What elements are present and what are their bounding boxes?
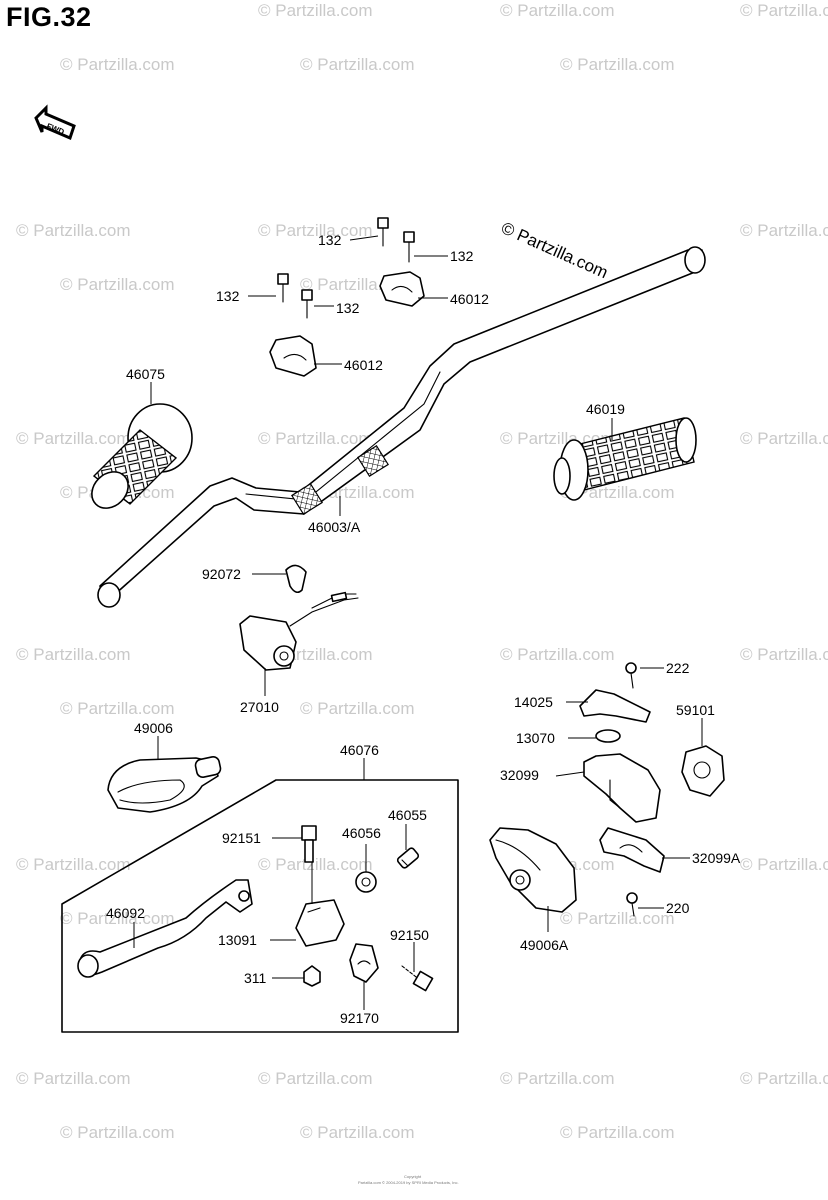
callout-46076: 46076 xyxy=(340,742,379,758)
footer-notice: Partzilla.com © 2004-2019 by SPRI Media … xyxy=(358,1180,459,1185)
left-grip xyxy=(91,403,193,509)
callout-49006A: 49006A xyxy=(520,937,569,953)
nut-311 xyxy=(303,965,321,987)
watermark-text: © Partzilla.com xyxy=(740,1,828,20)
lower-clamp xyxy=(269,335,317,377)
callout-311: 311 xyxy=(244,970,267,986)
clutch-lever xyxy=(77,879,253,978)
adjuster-46056 xyxy=(355,871,377,893)
handlebar xyxy=(97,246,706,608)
watermark-text: © Partzilla.com xyxy=(740,645,828,664)
watermark-text: © Partzilla.com xyxy=(500,1069,615,1088)
watermark-text: © Partzilla.com xyxy=(740,429,828,448)
leader-lines xyxy=(133,235,703,1010)
callout-32099A: 32099A xyxy=(692,850,741,866)
lever-holder xyxy=(295,899,345,947)
callout-32099: 32099 xyxy=(500,767,539,783)
housing-32099 xyxy=(583,753,661,823)
callout-92170: 92170 xyxy=(340,1010,379,1026)
callout-46075: 46075 xyxy=(126,366,165,382)
cover-14025 xyxy=(579,689,651,723)
watermark-layer: © Partzilla.com © Partzilla.com © Partzi… xyxy=(16,1,828,1142)
watermark-text: © Partzilla.com xyxy=(300,1123,415,1142)
housing-32099A xyxy=(599,827,665,873)
callout-132: 132 xyxy=(450,248,474,264)
watermark-text: © Partzilla.com xyxy=(300,699,415,718)
watermark-text: © Partzilla.com xyxy=(60,909,175,928)
callout-92072: 92072 xyxy=(202,566,241,582)
screw-222 xyxy=(625,662,637,689)
watermark-text: © Partzilla.com xyxy=(560,909,675,928)
callout-46019: 46019 xyxy=(586,401,625,417)
adjuster-46055 xyxy=(396,847,420,869)
bolt-92151 xyxy=(301,825,317,863)
callout-46012: 46012 xyxy=(450,291,489,307)
watermark-text: © Partzilla.com xyxy=(16,429,131,448)
watermark-text: © Partzilla.com xyxy=(560,55,675,74)
callout-132: 132 xyxy=(216,288,240,304)
callout-132: 132 xyxy=(336,300,360,316)
bolt-92150 xyxy=(401,965,434,992)
watermark-text: © Partzilla.com xyxy=(60,275,175,294)
watermark-text: © Partzilla.com xyxy=(16,645,131,664)
watermark-text: © Partzilla.com xyxy=(258,221,373,240)
fwd-arrow-icon: FWD xyxy=(34,104,76,141)
cable-collar-13070 xyxy=(595,729,621,743)
callout-132: 132 xyxy=(318,232,342,248)
watermark-text: © Partzilla.com xyxy=(60,1123,175,1142)
hand-guard xyxy=(107,756,222,813)
watermark-text: © Partzilla.com xyxy=(16,855,131,874)
watermark-text: © Partzilla.com xyxy=(258,1069,373,1088)
watermark-text: © Partzilla.com xyxy=(60,55,175,74)
callout-labels: 132 132 132 132 46012 46012 46075 46019 … xyxy=(106,232,741,1026)
watermark-text: © Partzilla.com xyxy=(258,429,373,448)
bolt-132 xyxy=(277,217,415,319)
watermark-text: © Partzilla.com xyxy=(16,221,131,240)
screw-220 xyxy=(626,892,638,917)
engine-stop-switch xyxy=(239,591,359,671)
clamp-92170 xyxy=(349,943,379,983)
callout-49006: 49006 xyxy=(134,720,173,736)
cover-49006A xyxy=(489,827,577,913)
watermark-text: © Partzilla.com xyxy=(300,55,415,74)
watermark-text: © Partzilla.com xyxy=(500,645,615,664)
callout-46055: 46055 xyxy=(388,807,427,823)
watermark-text: © Partzilla.com xyxy=(16,1069,131,1088)
watermark-text: © Partzilla.com xyxy=(740,221,828,240)
clutch-assembly-box xyxy=(61,779,459,1033)
callout-92151: 92151 xyxy=(222,830,261,846)
watermark-text: © Partzilla.com xyxy=(258,1,373,20)
housing-59101 xyxy=(681,745,725,797)
callout-46003A: 46003/A xyxy=(308,519,361,535)
watermark-text: © Partzilla.com xyxy=(740,1069,828,1088)
callout-27010: 27010 xyxy=(240,699,279,715)
watermark-text: © Partzilla.com xyxy=(560,1123,675,1142)
watermark-text: © Partzilla.com xyxy=(60,699,175,718)
callout-59101: 59101 xyxy=(676,702,715,718)
callout-92150: 92150 xyxy=(390,927,429,943)
callout-220: 220 xyxy=(666,900,690,916)
watermark-text: © Partzilla.com xyxy=(500,1,615,20)
callout-14025: 14025 xyxy=(514,694,553,710)
figure-title: FIG.32 xyxy=(6,2,92,32)
footer-copyright: Copyright xyxy=(404,1174,422,1179)
watermark-text: © Partzilla.com xyxy=(740,855,828,874)
callout-46092: 46092 xyxy=(106,905,145,921)
brand-stamp: © Partzilla.com xyxy=(498,218,610,282)
callout-46012: 46012 xyxy=(344,357,383,373)
callout-222: 222 xyxy=(666,660,690,676)
watermark-text: © Partzilla.com xyxy=(258,855,373,874)
upper-clamp xyxy=(379,271,425,307)
callout-13070: 13070 xyxy=(516,730,555,746)
wire-band xyxy=(285,564,307,594)
right-grip xyxy=(553,417,697,501)
callout-13091: 13091 xyxy=(218,932,257,948)
callout-46056: 46056 xyxy=(342,825,381,841)
